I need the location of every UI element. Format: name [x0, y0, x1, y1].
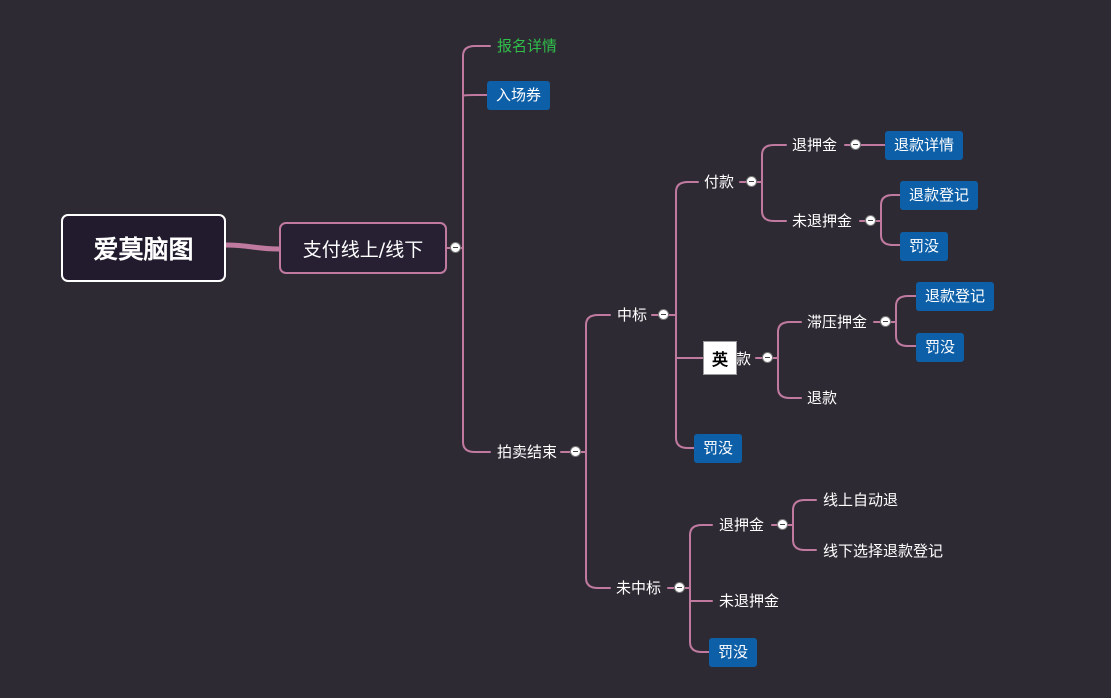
collapse-toggle-refund-deposit-2[interactable]: [777, 519, 788, 530]
no-refund-deposit-node-2[interactable]: 未退押金: [719, 592, 780, 610]
refund-register-node-1[interactable]: 退款登记: [900, 181, 979, 210]
collapse-toggle-not-won[interactable]: [674, 582, 685, 593]
ime-indicator[interactable]: 英: [703, 341, 737, 375]
partial-payment-node[interactable]: 款: [736, 350, 752, 368]
collapse-toggle-won[interactable]: [658, 309, 669, 320]
refund-node[interactable]: 退款: [807, 389, 838, 407]
refund-deposit-node-2[interactable]: 退押金: [719, 516, 765, 534]
held-deposit-node[interactable]: 滞压押金: [807, 313, 868, 331]
collapse-toggle-payment[interactable]: [746, 176, 757, 187]
auto-refund-online-node[interactable]: 线上自动退: [823, 491, 899, 509]
offline-refund-register-node[interactable]: 线下选择退款登记: [823, 542, 944, 560]
collapse-toggle-partial-payment[interactable]: [762, 352, 773, 363]
collapse-toggle-main[interactable]: [450, 242, 461, 253]
won-node[interactable]: 中标: [617, 306, 648, 324]
refund-details-node[interactable]: 退款详情: [885, 131, 964, 160]
not-won-node[interactable]: 未中标: [616, 579, 662, 597]
collapse-toggle-refund-deposit[interactable]: [850, 139, 861, 150]
collapse-toggle-no-refund-deposit[interactable]: [865, 215, 876, 226]
penalty-node-4[interactable]: 罚没: [709, 638, 758, 667]
auction-end-node[interactable]: 拍卖结束: [497, 443, 558, 461]
refund-deposit-node[interactable]: 退押金: [792, 136, 838, 154]
collapse-toggle-held-deposit[interactable]: [880, 316, 891, 327]
main-topic-node[interactable]: 支付线上/线下: [279, 222, 447, 274]
signup-details-node[interactable]: 报名详情: [497, 37, 558, 55]
collapse-toggle-auction-end[interactable]: [570, 446, 581, 457]
ticket-node[interactable]: 入场券: [487, 81, 551, 110]
penalty-node-3[interactable]: 罚没: [694, 434, 743, 463]
payment-node[interactable]: 付款: [704, 173, 735, 191]
root-node[interactable]: 爱莫脑图: [61, 214, 226, 282]
penalty-node-1[interactable]: 罚没: [900, 232, 949, 261]
penalty-node-2[interactable]: 罚没: [916, 333, 965, 362]
no-refund-deposit-node[interactable]: 未退押金: [792, 212, 853, 230]
refund-register-node-2[interactable]: 退款登记: [916, 282, 995, 311]
